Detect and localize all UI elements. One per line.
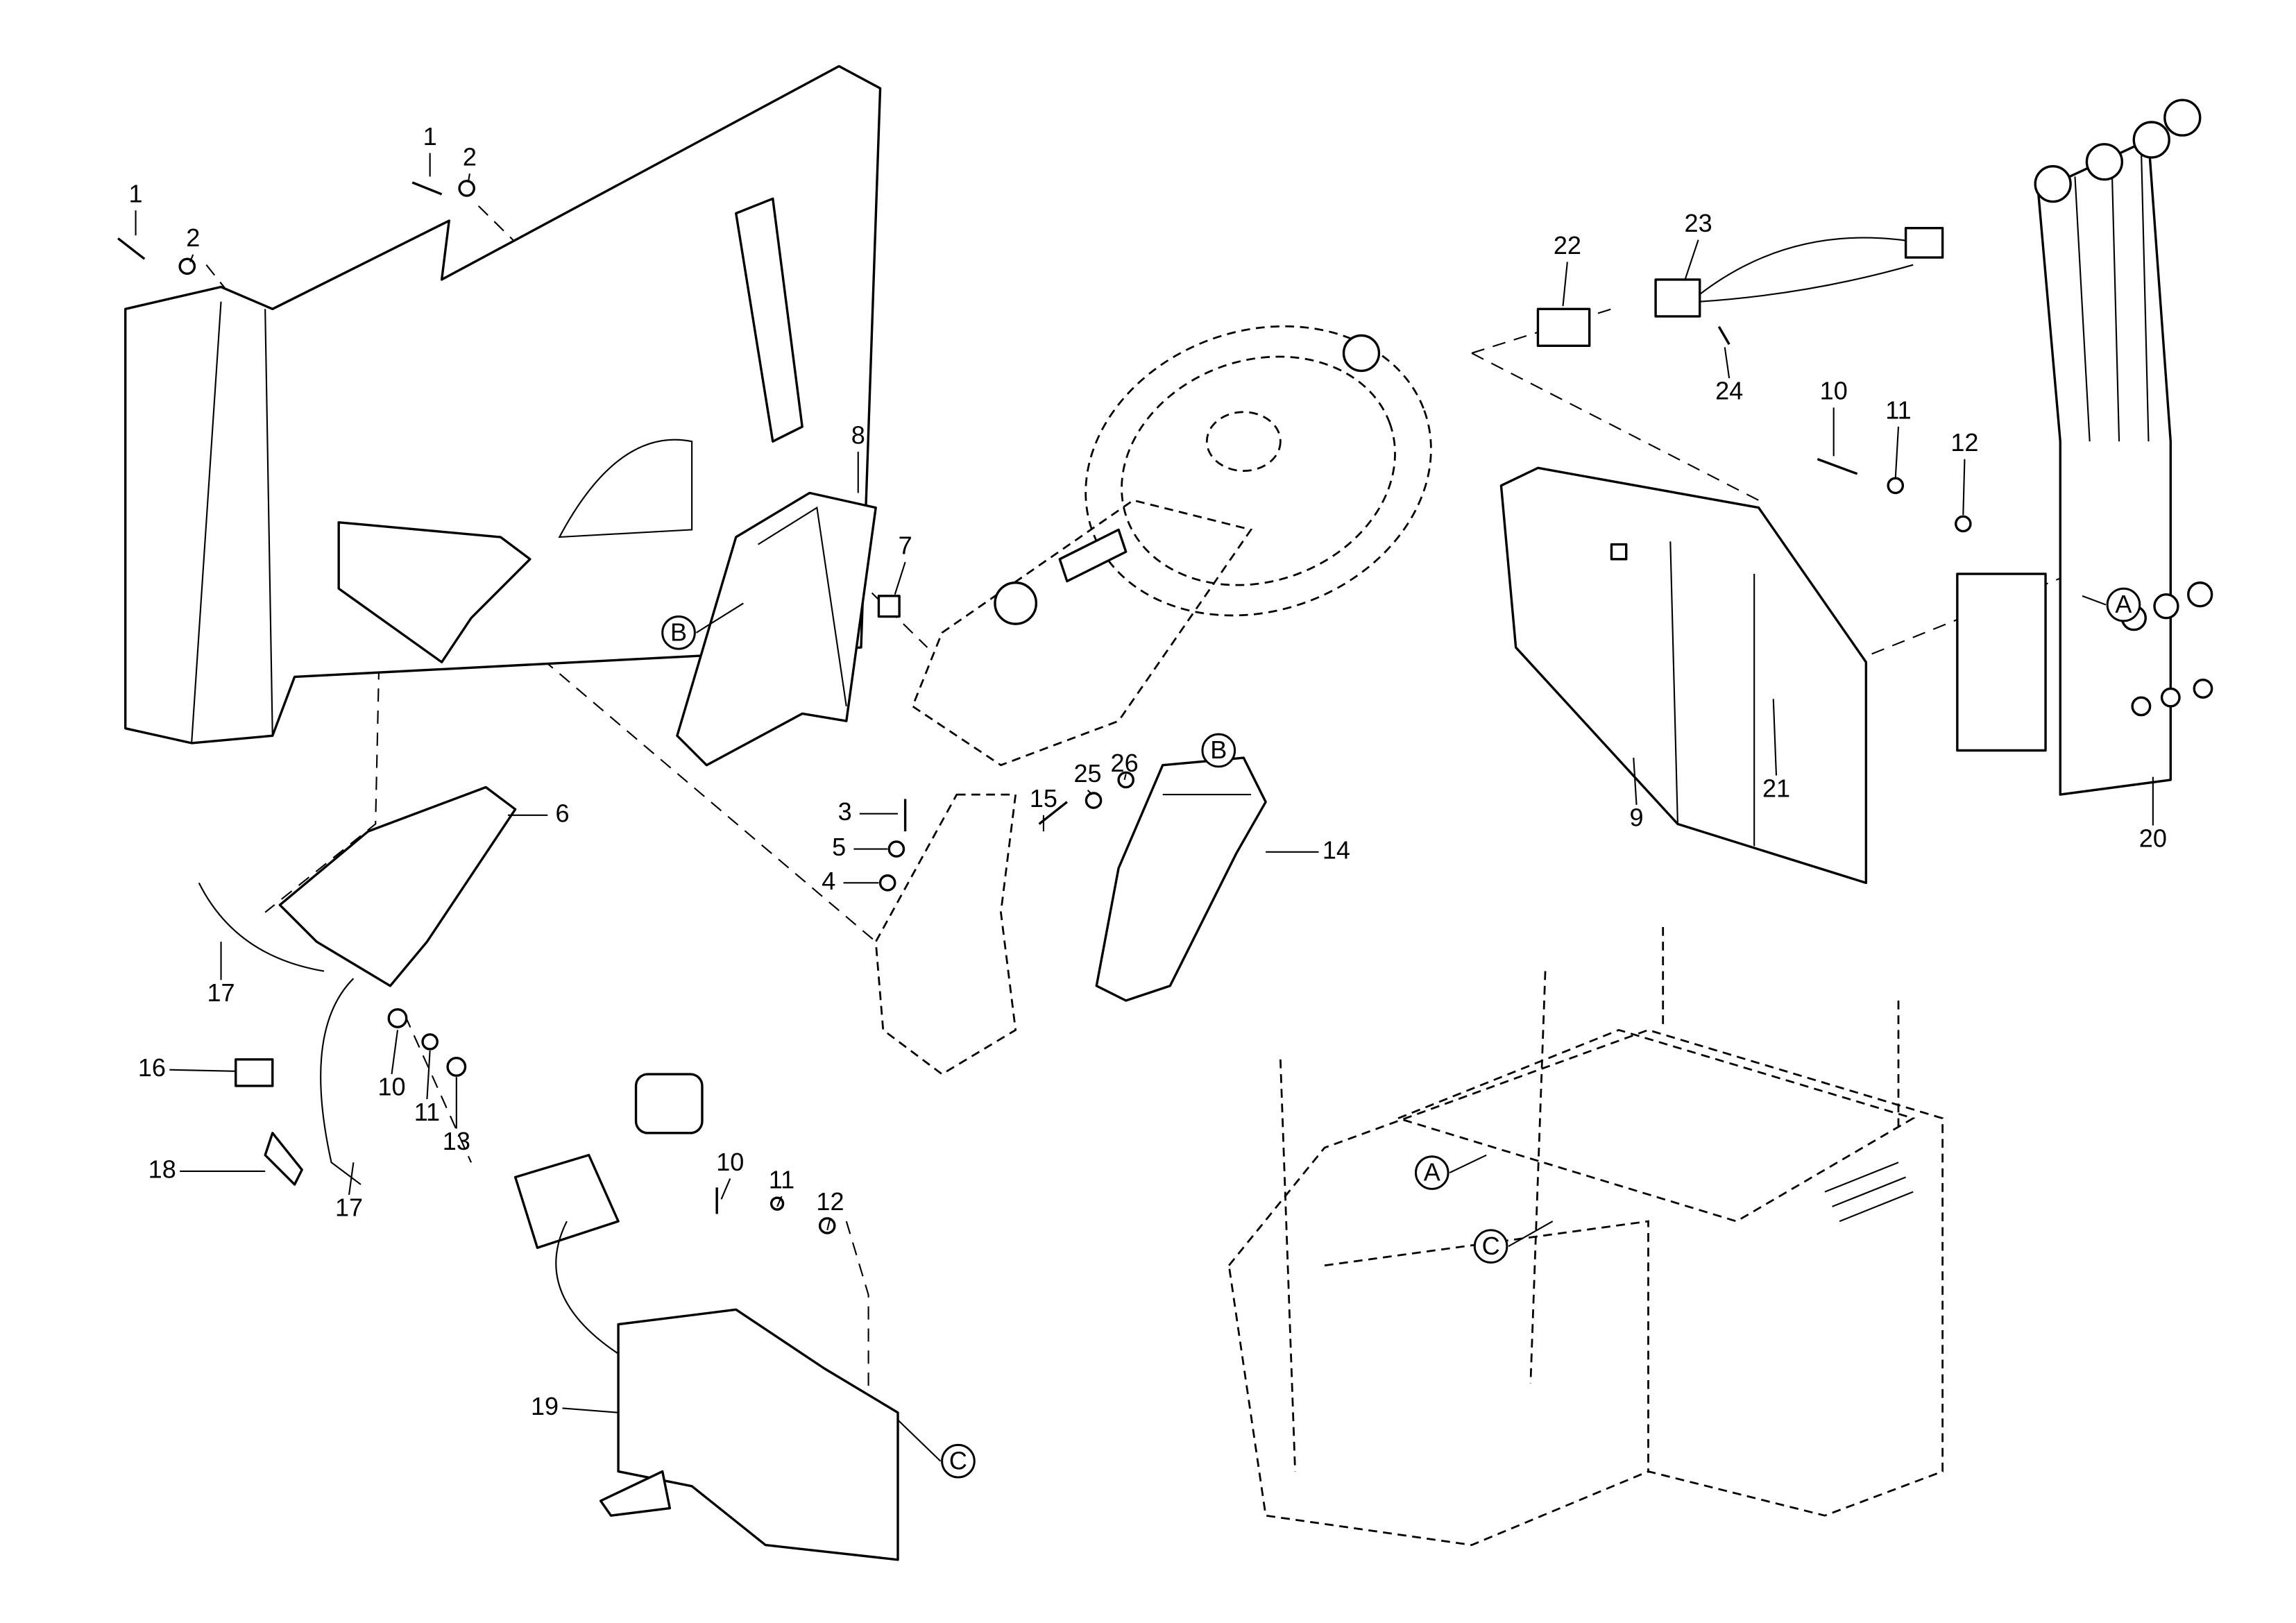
throttle-assembly — [198, 785, 517, 1186]
callout-19: 19 — [531, 1392, 559, 1420]
reference-a: A — [1424, 1158, 1440, 1187]
callout-18: 18 — [148, 1155, 176, 1183]
callout-17: 17 — [207, 978, 235, 1007]
callout-10: 10 — [1820, 377, 1848, 405]
callout-leaders — [135, 153, 2154, 1462]
callout-14: 14 — [1323, 835, 1350, 864]
callout-3: 3 — [838, 797, 852, 826]
harness-22-23-24 — [1536, 226, 1944, 348]
callout-2: 2 — [463, 143, 477, 171]
side-panel-9 — [1499, 466, 1868, 885]
fasteners-column — [878, 771, 1134, 892]
callout-25: 25 — [1074, 759, 1102, 788]
reference-circle-c — [1473, 1229, 1508, 1264]
callout-16: 16 — [138, 1053, 166, 1082]
callout-7: 7 — [899, 531, 912, 559]
callout-4: 4 — [822, 867, 835, 895]
callout-11: 11 — [769, 1165, 794, 1193]
callout-9: 9 — [1630, 804, 1644, 832]
callout-8: 8 — [851, 420, 865, 449]
callout-10: 10 — [377, 1073, 405, 1101]
callout-13: 13 — [443, 1127, 470, 1155]
callout-15: 15 — [1030, 784, 1057, 813]
reference-circle-b — [1201, 733, 1236, 768]
reference-c: C — [949, 1446, 967, 1475]
back-panel — [124, 65, 882, 745]
callout-17: 17 — [335, 1193, 363, 1222]
reference-b: B — [1210, 736, 1227, 764]
chassis-frame — [1227, 926, 1944, 1547]
callout-5: 5 — [832, 833, 846, 861]
control-valve-20 — [1817, 99, 2213, 796]
brake-pedal-assembly — [513, 1073, 899, 1561]
cover-14 — [1095, 756, 1267, 1002]
reference-a: A — [2115, 590, 2132, 618]
callout-24: 24 — [1715, 377, 1743, 405]
reference-b: B — [670, 618, 687, 646]
reference-circle-a — [2106, 587, 2141, 622]
callout-11: 11 — [1885, 396, 1911, 424]
steering-column — [874, 325, 1432, 1076]
callout-22: 22 — [1554, 231, 1581, 260]
bolts-top — [117, 180, 475, 275]
cover-8 — [676, 491, 901, 767]
callout-2: 2 — [186, 223, 200, 252]
callout-11: 11 — [414, 1098, 440, 1126]
callout-1: 1 — [129, 180, 143, 208]
callout-6: 6 — [555, 799, 569, 827]
reference-circle-a — [1414, 1155, 1449, 1190]
callout-23: 23 — [1685, 209, 1712, 237]
reference-circle-b — [661, 615, 696, 650]
callout-26: 26 — [1111, 749, 1139, 777]
callout-12: 12 — [816, 1187, 844, 1216]
reference-c: C — [1482, 1232, 1500, 1260]
callouts: 1 2 1 2 8 7 B 6 17 16 10 11 13 18 17 3 5… — [129, 122, 2167, 1479]
callout-20: 20 — [2139, 824, 2167, 852]
reference-circle-c — [941, 1443, 976, 1479]
callout-1: 1 — [423, 122, 437, 151]
callout-12: 12 — [1950, 428, 1978, 457]
callout-21: 21 — [1762, 774, 1790, 802]
callout-10: 10 — [716, 1148, 744, 1176]
